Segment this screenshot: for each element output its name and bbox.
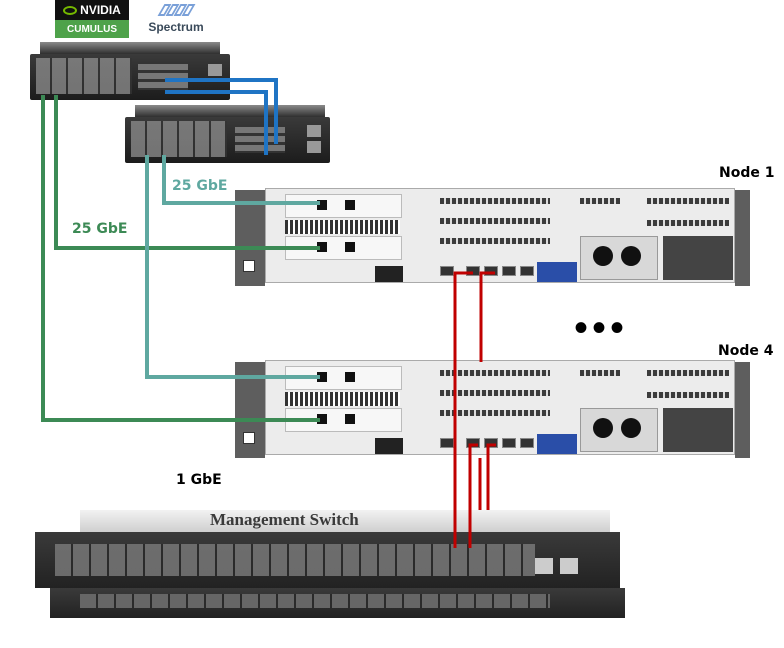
node-1-label: Node 1 — [719, 165, 775, 181]
ellipsis-more-nodes: ••• — [574, 306, 629, 350]
node-4-label: Node 4 — [718, 343, 774, 359]
cable-red-node1-a — [453, 271, 473, 548]
cumulus-logo: CUMULUS — [55, 20, 129, 38]
management-switch-label: Management Switch — [210, 510, 359, 529]
cable-teal-node1 — [162, 155, 320, 205]
cable-blue-2 — [165, 90, 268, 155]
nvidia-logo-text: NVIDIA — [80, 3, 121, 17]
management-switch — [30, 510, 625, 620]
cable-blue-1 — [165, 78, 278, 144]
link-speed-label-1gbe: 1 GbE — [176, 472, 222, 488]
nvidia-logo: NVIDIA — [55, 0, 129, 20]
cable-red-node4-a — [468, 443, 478, 548]
spectrum-logo-text: Spectrum — [148, 20, 204, 34]
cable-red-node1-b — [479, 271, 495, 362]
spectrum-logo: Spectrum — [146, 4, 206, 38]
cable-green-node1 — [54, 95, 320, 250]
link-speed-label-teal: 25 GbE — [172, 178, 228, 194]
cable-green-node4 — [41, 95, 320, 422]
server-node-4 — [235, 360, 750, 458]
cable-teal-node4 — [145, 155, 320, 379]
nvidia-eye-icon — [63, 5, 78, 15]
cable-red-node4-b — [486, 443, 496, 510]
cumulus-logo-text: CUMULUS — [67, 23, 117, 35]
server-node-1 — [235, 188, 750, 286]
link-speed-label-green: 25 GbE — [72, 221, 128, 237]
